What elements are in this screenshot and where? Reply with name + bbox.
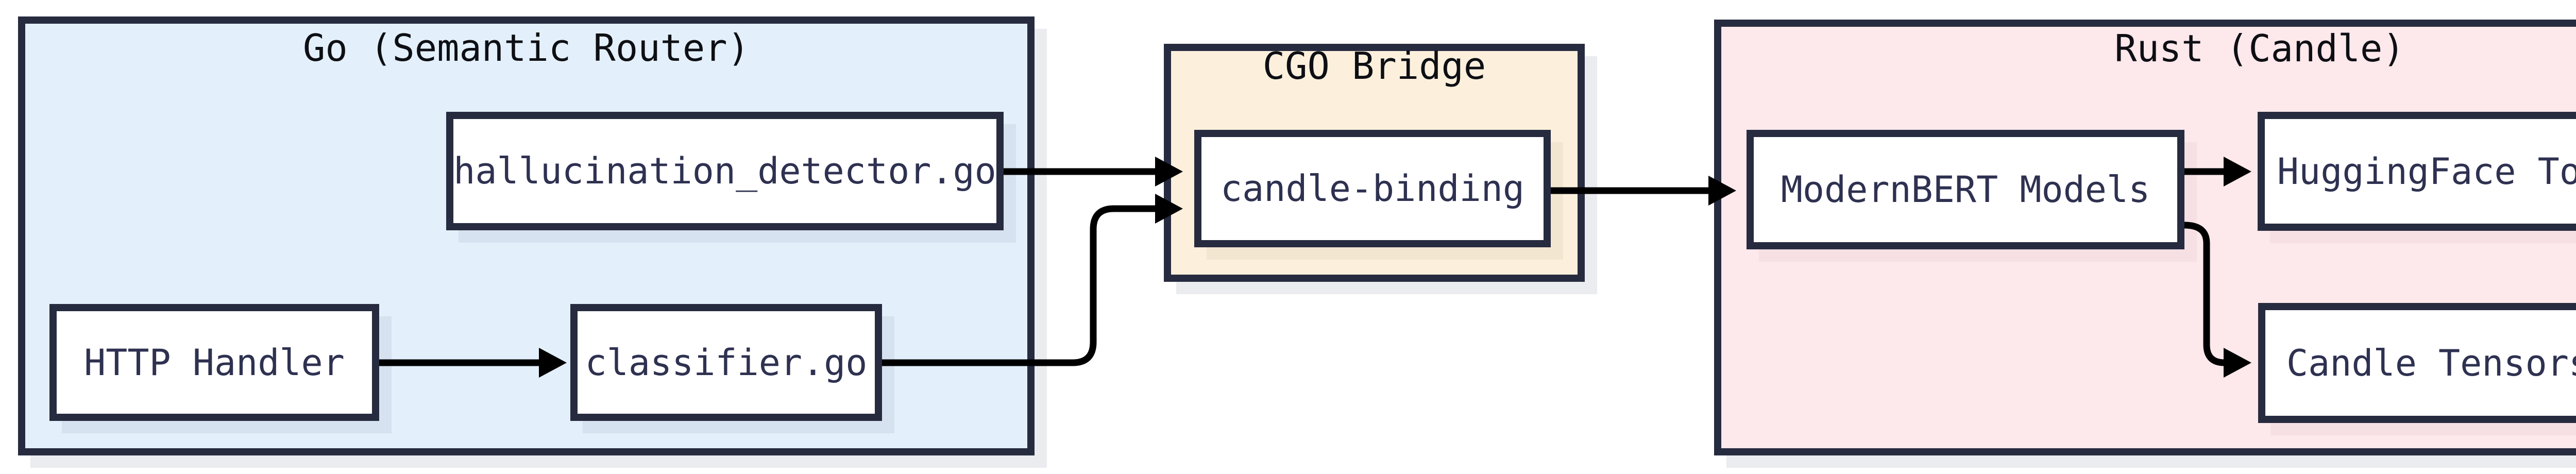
node-candle-tensors: Candle Tensors (2258, 303, 2576, 423)
node-http-handler: HTTP Handler (49, 304, 379, 421)
node-modernbert-models: ModernBERT Models (1747, 130, 2184, 249)
container-title-cgo: CGO Bridge (1262, 44, 1486, 88)
container-title-go: Go (Semantic Router) (303, 26, 750, 70)
node-huggingface-tokenizers: HuggingFace Tokenizers (2258, 112, 2576, 231)
node-hallucination-detector: hallucination_detector.go (446, 112, 1004, 230)
node-candle-binding: candle-binding (1194, 130, 1551, 247)
container-title-rust: Rust (Candle) (2114, 27, 2405, 70)
node-classifier-go: classifier.go (570, 304, 882, 421)
